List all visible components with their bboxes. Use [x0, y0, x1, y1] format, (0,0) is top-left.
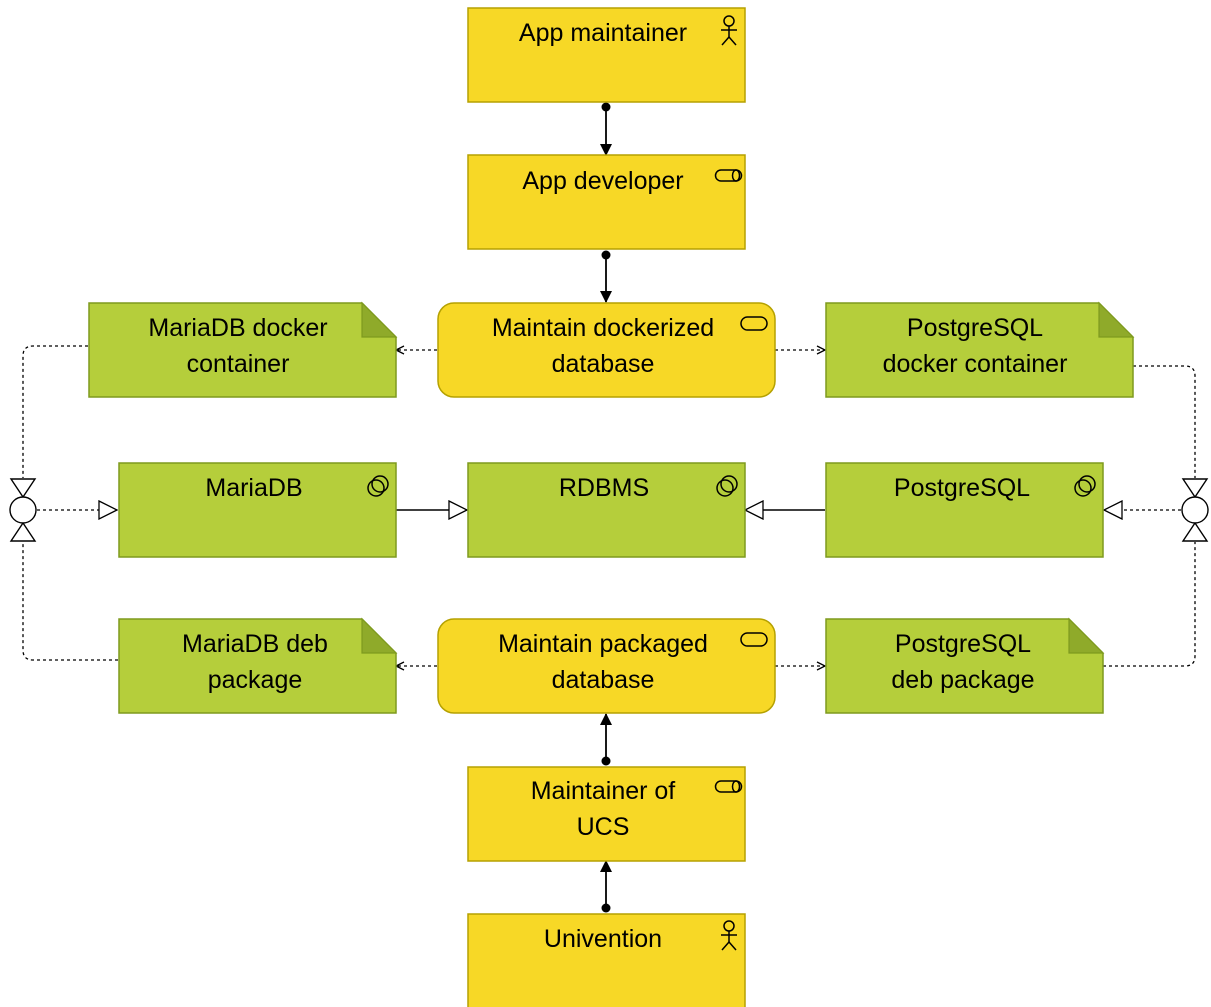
- realization-mariadb-docker-to-junction: [22, 345, 88, 478]
- node-app-developer[interactable]: App developer: [467, 154, 746, 250]
- junction-right: [1181, 478, 1209, 542]
- node-label-line-2: docker container: [883, 350, 1068, 378]
- node-label-line-1: Maintain packaged: [498, 630, 708, 658]
- node-label: MariaDB: [205, 474, 302, 502]
- node-label: RDBMS: [559, 474, 649, 502]
- actor-icon: [721, 920, 737, 951]
- node-mariadb[interactable]: MariaDB: [118, 462, 397, 558]
- node-label-line-2: container: [187, 350, 290, 378]
- node-label-line-2: database: [552, 350, 655, 378]
- node-label-line-1: Maintain dockerized: [492, 314, 714, 342]
- connectors: [396, 102, 825, 913]
- service-icon: [740, 316, 768, 331]
- node-label-line-1: MariaDB docker: [148, 314, 327, 342]
- node-maintain-dockerized-database[interactable]: Maintain dockerized database: [437, 302, 776, 398]
- node-label: Univention: [544, 925, 662, 953]
- node-label-line-1: Maintainer of: [531, 777, 676, 805]
- node-app-maintainer[interactable]: App maintainer: [467, 7, 746, 103]
- node-postgresql[interactable]: PostgreSQL: [825, 462, 1104, 558]
- service-icon: [740, 632, 768, 647]
- node-label-line-2: package: [208, 666, 303, 694]
- realization-mariadb-deb-to-junction: [22, 542, 118, 661]
- node-label: App developer: [522, 167, 683, 195]
- system-software-icon: [367, 475, 389, 497]
- node-label-line-2: database: [552, 666, 655, 694]
- node-label: App maintainer: [519, 19, 687, 47]
- node-rdbms[interactable]: RDBMS: [467, 462, 746, 558]
- node-mariadb-docker-container[interactable]: MariaDB docker container: [88, 301, 398, 398]
- node-postgresql-docker-container[interactable]: PostgreSQL docker container: [825, 301, 1135, 398]
- node-univention[interactable]: Univention: [467, 913, 746, 1007]
- node-label-line-2: UCS: [577, 813, 630, 841]
- node-maintainer-of-ucs[interactable]: Maintainer of UCS: [467, 766, 746, 862]
- node-label-line-1: PostgreSQL: [907, 314, 1043, 342]
- system-software-icon: [1074, 475, 1096, 497]
- realization-postgresql-deb-to-junction: [1103, 542, 1196, 667]
- node-label-line-1: MariaDB deb: [182, 630, 328, 658]
- realization-postgresql-docker-to-junction: [1133, 365, 1196, 478]
- node-label-line-2: deb package: [891, 666, 1034, 694]
- role-icon: [714, 780, 743, 793]
- node-postgresql-deb-package[interactable]: PostgreSQL deb package: [825, 617, 1105, 714]
- node-mariadb-deb-package[interactable]: MariaDB deb package: [118, 617, 398, 714]
- role-icon: [714, 169, 743, 182]
- dashed-connectors: [22, 345, 1196, 667]
- system-software-icon: [716, 475, 738, 497]
- node-label-line-1: PostgreSQL: [895, 630, 1031, 658]
- node-label: PostgreSQL: [894, 474, 1030, 502]
- node-maintain-packaged-database[interactable]: Maintain packaged database: [437, 618, 776, 714]
- actor-icon: [721, 15, 737, 46]
- junction-left: [9, 478, 37, 542]
